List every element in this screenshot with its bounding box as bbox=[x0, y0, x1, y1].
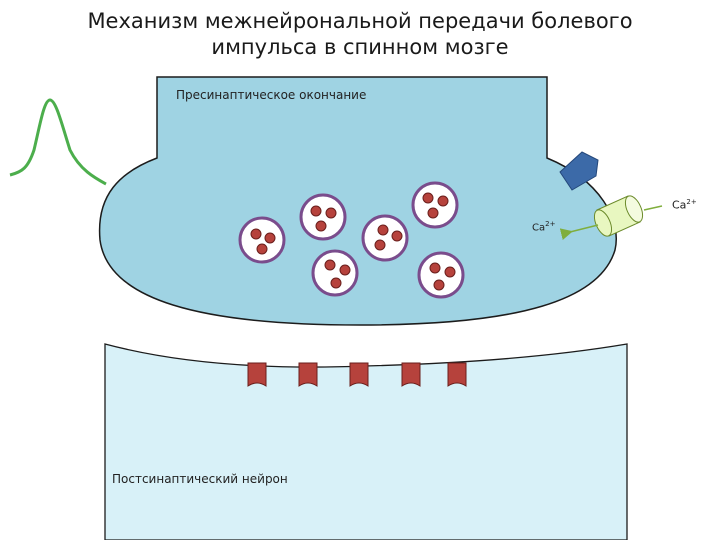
ca-charge: 2+ bbox=[686, 198, 697, 206]
receptor bbox=[401, 362, 421, 387]
postsynaptic-label: Постсинаптический нейрон bbox=[112, 472, 288, 486]
receptor bbox=[298, 362, 318, 387]
ca-charge: 2+ bbox=[545, 220, 556, 228]
ca-symbol: Ca bbox=[532, 222, 546, 234]
title-line-2: импульса в спинном мозге bbox=[211, 35, 509, 59]
presynaptic-label: Пресинаптическое окончание bbox=[176, 88, 367, 102]
vesicle bbox=[361, 214, 409, 262]
calcium-influx-arrow bbox=[643, 205, 663, 211]
calcium-outside-label: Ca2+ bbox=[672, 198, 697, 212]
vesicle bbox=[238, 216, 286, 264]
membrane-receptor-protein bbox=[559, 151, 599, 191]
receptor bbox=[349, 362, 369, 387]
calcium-channel bbox=[593, 195, 644, 237]
title-line-1: Механизм межнейрональной передачи болево… bbox=[87, 9, 633, 33]
calcium-influx-arrow-inner bbox=[559, 224, 599, 241]
receptor bbox=[247, 362, 267, 387]
postsynaptic-receptors bbox=[247, 362, 467, 387]
vesicle bbox=[417, 251, 465, 299]
vesicle bbox=[299, 193, 347, 241]
vesicle bbox=[411, 181, 459, 229]
presynaptic-terminal bbox=[98, 76, 617, 326]
vesicle bbox=[311, 249, 359, 297]
diagram-title: Механизм межнейрональной передачи болево… bbox=[0, 8, 720, 60]
vesicles bbox=[238, 181, 465, 299]
calcium-inside-label: Ca2+ bbox=[532, 220, 555, 233]
postsynaptic-neuron bbox=[104, 343, 628, 540]
receptor bbox=[447, 362, 467, 387]
pain-impulse-wave bbox=[9, 98, 107, 186]
ca-symbol: Ca bbox=[672, 198, 687, 212]
